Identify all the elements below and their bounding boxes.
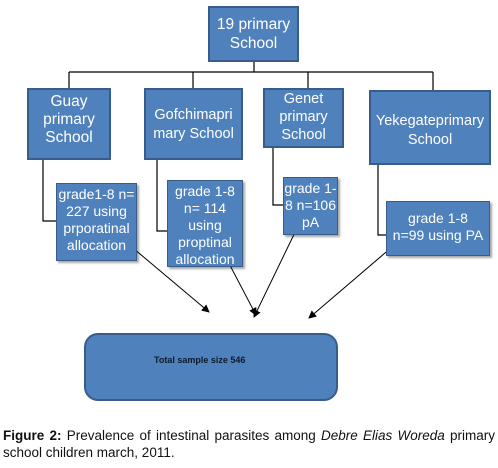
grade-node-gofchima: grade 1-8 n= 114 using proptinal allocat… (167, 180, 243, 267)
grade-node-genet: grade 1- 8 n=106 pA (283, 177, 338, 235)
root-node: 19 primary School (208, 6, 299, 62)
grade-node-label: grade 1-8 n= 114 using proptinal allocat… (175, 183, 235, 267)
grade-node-label: grade 1- 8 n=106 pA (284, 180, 337, 230)
root-node-label: 19 primary School (216, 16, 291, 52)
school-node-yekegate: Yekegateprimary School (369, 90, 491, 165)
school-node-label: Guay primary School (43, 93, 95, 146)
bracket-guay (42, 160, 56, 222)
school-node-label: Gofchimapri mary School (153, 107, 234, 142)
arrow-genet-to-total (253, 221, 301, 318)
school-node-gofchima: Gofchimapri mary School (144, 88, 243, 160)
figure-caption: Figure 2: Prevalence of intestinal paras… (3, 427, 495, 461)
total-sample-label: Total sample size 546 (154, 355, 246, 365)
arrow-yekegate-to-total (308, 246, 393, 319)
bracket-gofchima (156, 160, 167, 232)
school-node-label: Genet primary School (279, 91, 328, 143)
bracket-genet (272, 148, 283, 206)
total-sample-node: Total sample size 546 (84, 333, 338, 401)
grade-node-label: grade1-8 n= 227 using prporatinal alloca… (58, 186, 135, 253)
school-node-guay: Guay primary School (27, 88, 111, 160)
caption-italic: Debre Elias Woreda (320, 428, 445, 443)
grade-node-yekegate: grade 1-8 n=99 using PA (386, 201, 490, 256)
caption-text-before: Prevalence of intestinal parasites among (61, 428, 321, 443)
school-node-label: Yekegateprimary School (375, 113, 485, 148)
caption-prefix: Figure 2: (3, 428, 62, 443)
school-node-genet: Genet primary School (263, 88, 344, 148)
grade-node-guay: grade1-8 n= 227 using prporatinal alloca… (56, 183, 137, 261)
grade-node-label: grade 1-8 n=99 using PA (392, 210, 484, 243)
caption-text-after: primary school children march, 2011. (3, 428, 495, 460)
bracket-yekegate (377, 165, 386, 236)
